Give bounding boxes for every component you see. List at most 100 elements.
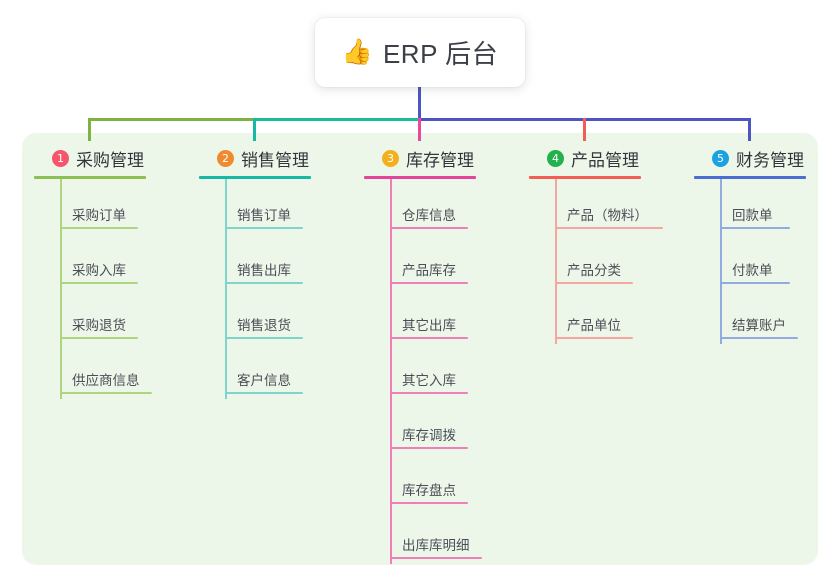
leaf-item-underline xyxy=(390,282,468,284)
thumbs-up-icon: 👍 xyxy=(341,38,373,66)
branch-item-list: 销售订单销售出库销售退货客户信息 xyxy=(199,179,311,399)
branch-underline xyxy=(199,176,311,179)
leaf-item-underline xyxy=(60,392,152,394)
branch-column-1: 1 采购管理采购订单采购入库采购退货供应商信息 xyxy=(34,146,152,399)
branch-spine xyxy=(60,179,62,399)
leaf-item[interactable]: 其它入库 xyxy=(390,344,476,399)
leaf-item-label: 销售出库 xyxy=(237,263,291,278)
branch-header-5[interactable]: 5 财务管理 xyxy=(694,146,806,170)
leaf-item[interactable]: 产品分类 xyxy=(555,234,641,289)
leaf-item-label: 销售订单 xyxy=(237,208,291,223)
leaf-item[interactable]: 回款单 xyxy=(720,179,806,234)
leaf-item-underline xyxy=(390,392,468,394)
leaf-item-label: 产品分类 xyxy=(567,263,621,278)
leaf-item-underline xyxy=(720,282,790,284)
leaf-item[interactable]: 结算账户 xyxy=(720,289,806,344)
leaf-item-underline xyxy=(390,447,468,449)
branch-item-list: 回款单付款单结算账户 xyxy=(694,179,806,344)
leaf-item-underline xyxy=(60,337,138,339)
leaf-item-underline xyxy=(225,282,303,284)
leaf-item-underline xyxy=(555,282,633,284)
root-node[interactable]: 👍 ERP 后台 xyxy=(315,18,525,87)
branch-number-badge: 1 xyxy=(52,149,69,167)
leaf-item-underline xyxy=(555,337,633,339)
leaf-item-label: 采购入库 xyxy=(72,263,126,278)
leaf-item-underline xyxy=(720,227,790,229)
leaf-item-label: 采购订单 xyxy=(72,208,126,223)
branch-underline xyxy=(364,176,476,179)
branch-title: 库存管理 xyxy=(406,150,474,170)
branch-title: 财务管理 xyxy=(736,150,804,170)
branch-drop-2 xyxy=(253,118,256,141)
leaf-item-label: 采购退货 xyxy=(72,318,126,333)
branch-spine xyxy=(390,179,392,564)
leaf-item[interactable]: 采购入库 xyxy=(60,234,146,289)
leaf-item[interactable]: 采购退货 xyxy=(60,289,146,344)
leaf-item[interactable]: 供应商信息 xyxy=(60,344,152,399)
branch-title: 产品管理 xyxy=(571,150,639,170)
branch-column-5: 5 财务管理回款单付款单结算账户 xyxy=(694,146,806,344)
branch-spine xyxy=(225,179,227,399)
branch-title: 采购管理 xyxy=(76,150,144,170)
leaf-item[interactable]: 库存调拨 xyxy=(390,399,476,454)
branch-number-badge: 3 xyxy=(382,149,399,167)
leaf-item[interactable]: 客户信息 xyxy=(225,344,311,399)
branch-underline xyxy=(34,176,146,179)
leaf-item-label: 仓库信息 xyxy=(402,208,456,223)
branch-header-3[interactable]: 3 库存管理 xyxy=(364,146,476,170)
branch-item-list: 产品（物料） 产品分类产品单位 xyxy=(529,179,663,344)
leaf-item-underline xyxy=(225,392,303,394)
leaf-item-underline xyxy=(720,337,798,339)
leaf-item-underline xyxy=(390,227,468,229)
leaf-item-underline xyxy=(225,337,303,339)
leaf-item[interactable]: 销售退货 xyxy=(225,289,311,344)
branch-spine xyxy=(720,179,722,344)
leaf-item-label: 出库库明细 xyxy=(402,538,470,553)
branch-drop-4 xyxy=(583,118,586,141)
branch-header-1[interactable]: 1 采购管理 xyxy=(34,146,146,170)
branch-underline xyxy=(694,176,806,179)
leaf-item[interactable]: 产品库存 xyxy=(390,234,476,289)
leaf-item-label: 客户信息 xyxy=(237,373,291,388)
leaf-item-label: 产品单位 xyxy=(567,318,621,333)
leaf-item[interactable]: 仓库信息 xyxy=(390,179,476,234)
branch-column-3: 3 库存管理仓库信息产品库存其它出库其它入库库存调拨库存盘点出库库明细 xyxy=(364,146,482,564)
leaf-item-label: 产品库存 xyxy=(402,263,456,278)
leaf-item[interactable]: 出库库明细 xyxy=(390,509,482,564)
leaf-item[interactable]: 付款单 xyxy=(720,234,806,289)
leaf-item-label: 回款单 xyxy=(732,208,773,223)
leaf-item-underline xyxy=(60,227,138,229)
leaf-item-label: 销售退货 xyxy=(237,318,291,333)
leaf-item-label: 付款单 xyxy=(732,263,773,278)
leaf-item-underline xyxy=(225,227,303,229)
branch-title: 销售管理 xyxy=(241,150,309,170)
leaf-item[interactable]: 其它出库 xyxy=(390,289,476,344)
leaf-item-label: 其它出库 xyxy=(402,318,456,333)
branch-drop-3 xyxy=(418,118,421,141)
leaf-item-label: 库存调拨 xyxy=(402,428,456,443)
branch-underline xyxy=(529,176,641,179)
diagram-panel xyxy=(22,133,818,565)
branch-spine xyxy=(555,179,557,344)
leaf-item-label: 产品（物料） xyxy=(567,208,648,223)
leaf-item-label: 供应商信息 xyxy=(72,373,140,388)
branch-drop-5 xyxy=(748,118,751,141)
leaf-item-underline xyxy=(555,227,663,229)
leaf-item[interactable]: 产品（物料） xyxy=(555,179,663,234)
leaf-item[interactable]: 销售订单 xyxy=(225,179,311,234)
leaf-item[interactable]: 销售出库 xyxy=(225,234,311,289)
leaf-item[interactable]: 采购订单 xyxy=(60,179,146,234)
leaf-item-label: 其它入库 xyxy=(402,373,456,388)
leaf-item[interactable]: 库存盘点 xyxy=(390,454,476,509)
leaf-item-underline xyxy=(390,337,468,339)
bus-segment-left xyxy=(88,118,255,121)
leaf-item[interactable]: 产品单位 xyxy=(555,289,641,344)
branch-number-badge: 5 xyxy=(712,149,729,167)
leaf-item-label: 库存盘点 xyxy=(402,483,456,498)
root-stem xyxy=(418,87,421,120)
